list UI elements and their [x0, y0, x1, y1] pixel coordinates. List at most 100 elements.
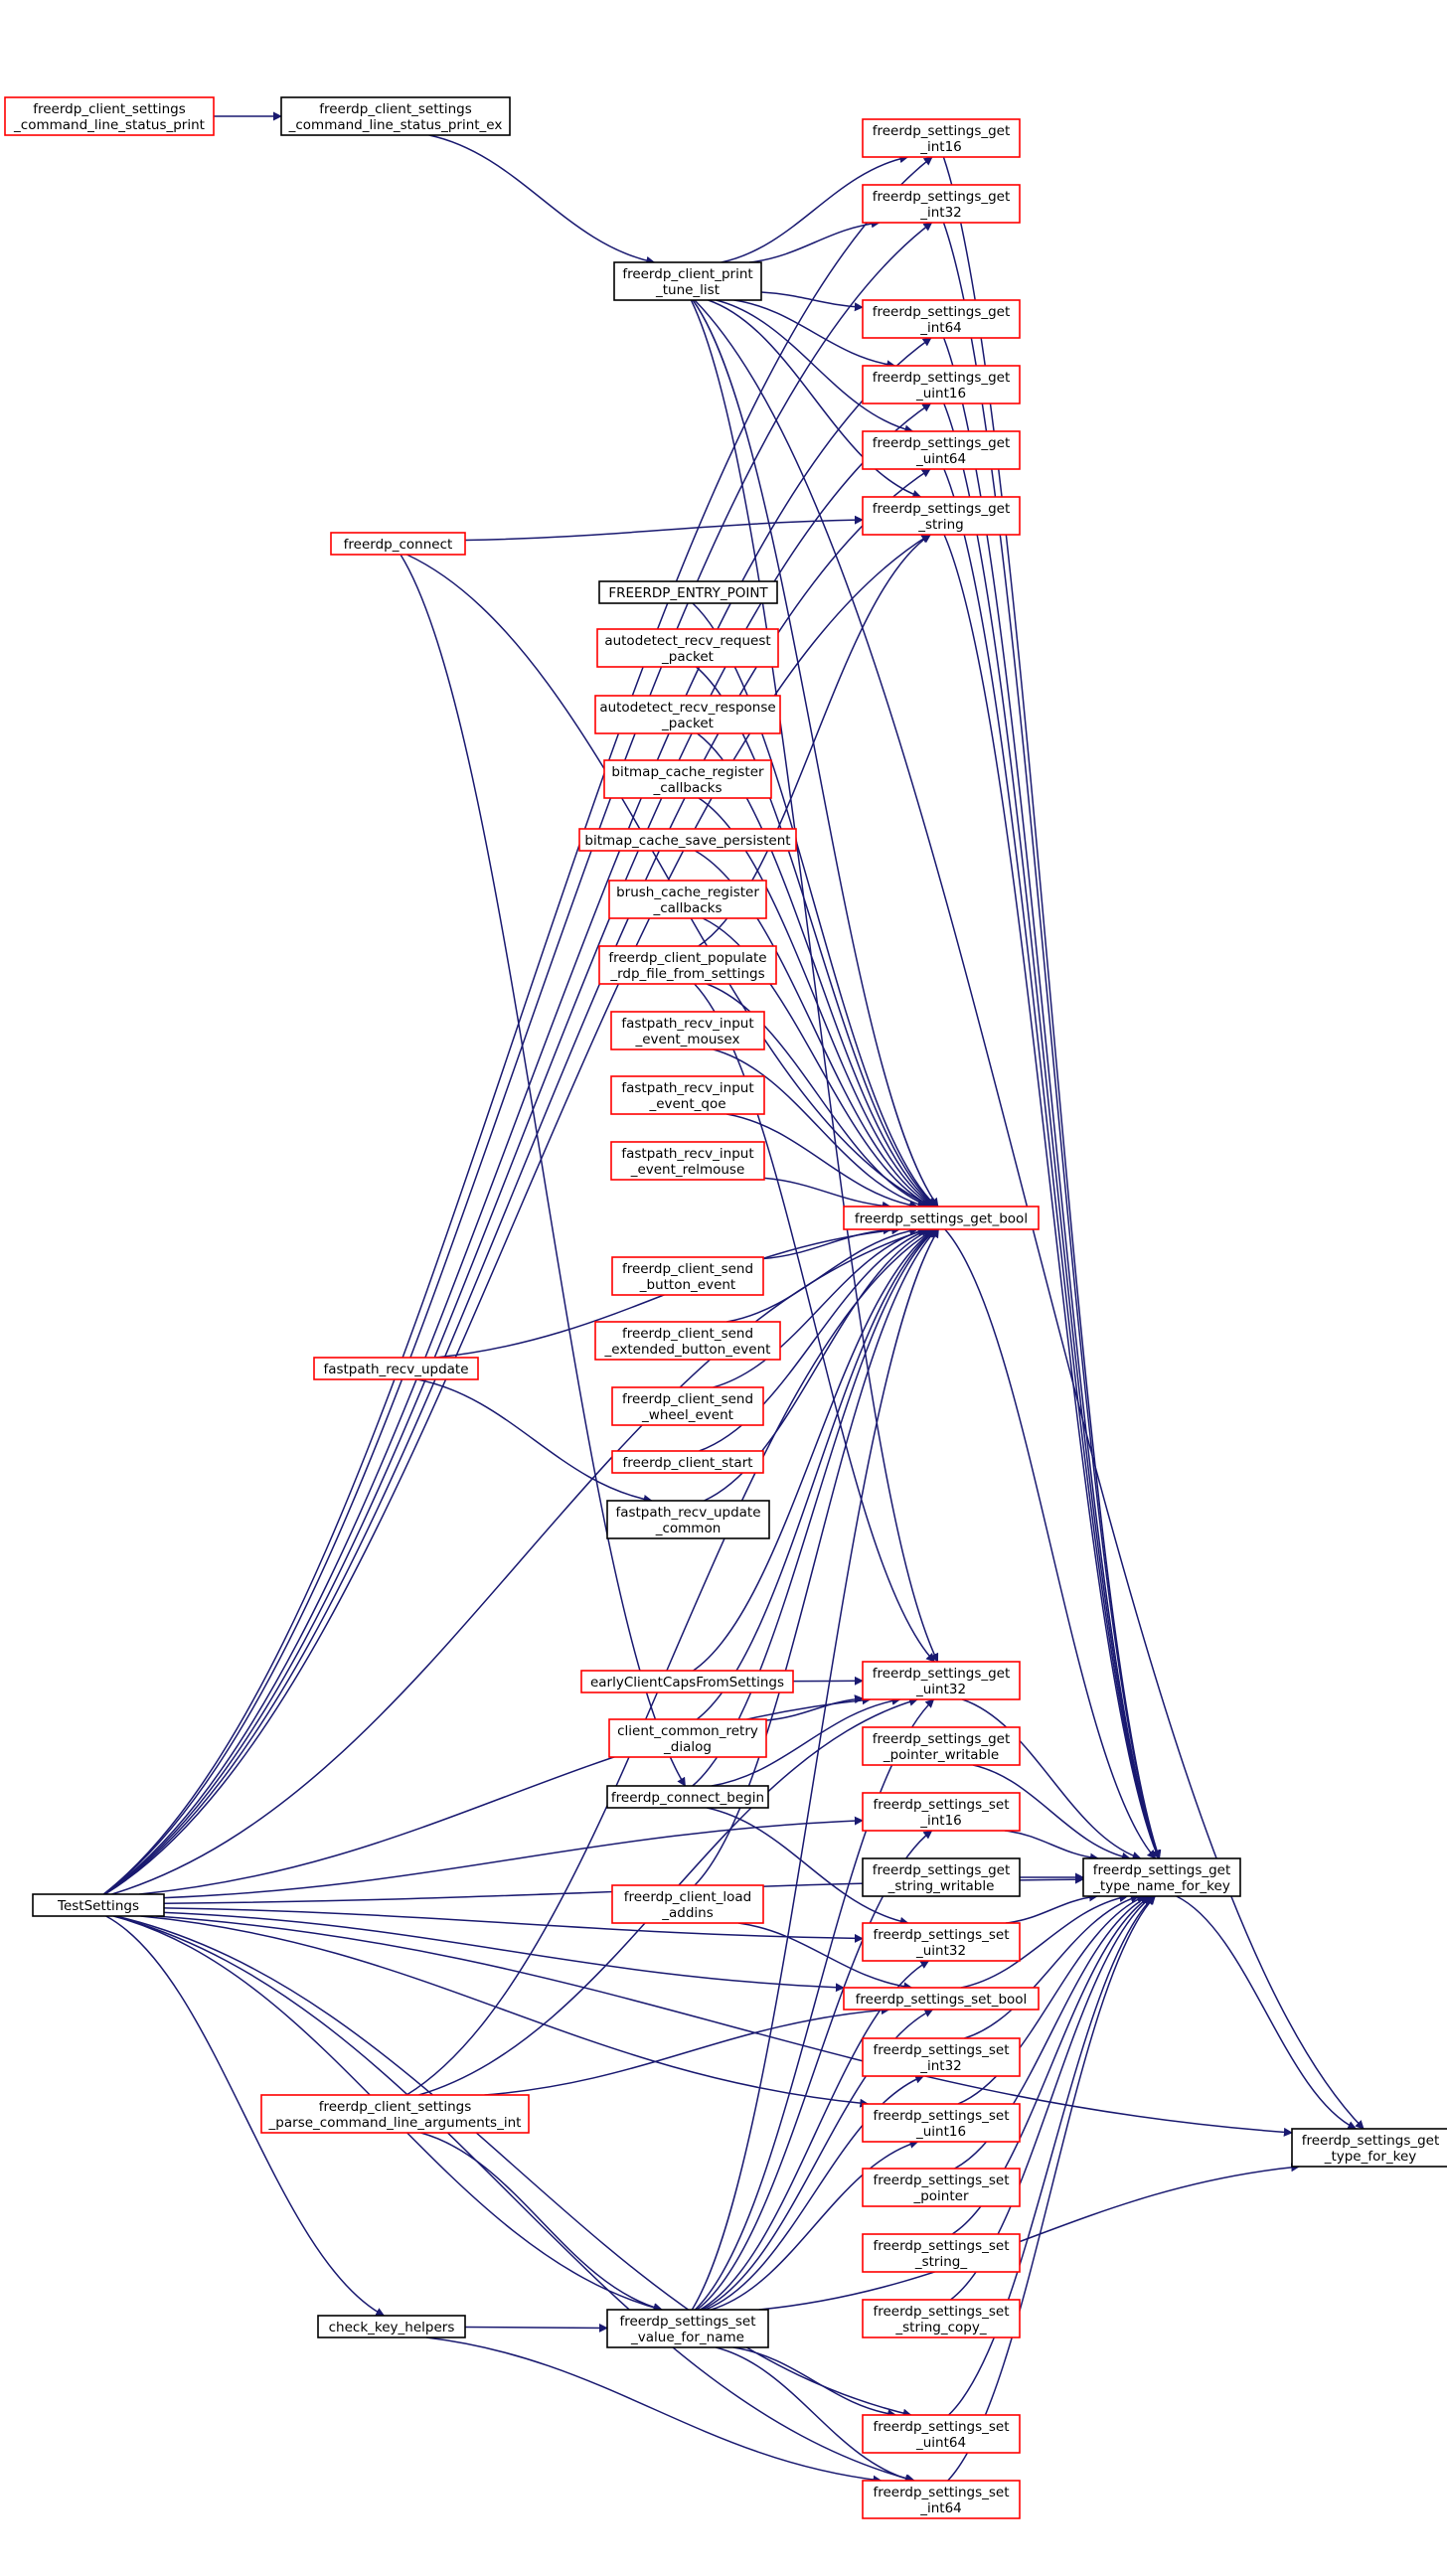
- node-cs_status_print[interactable]: freerdp_client_settings_command_line_sta…: [4, 96, 215, 136]
- node-set_bool[interactable]: freerdp_settings_set_bool: [843, 1987, 1040, 2011]
- node-get_int16[interactable]: freerdp_settings_get_int16: [862, 118, 1021, 158]
- node-label: brush_cache_register: [616, 885, 759, 900]
- node-fp_relmouse[interactable]: fastpath_recv_input_event_relmouse: [610, 1141, 765, 1181]
- edge-print_tune_list-to-get_int16: [721, 154, 909, 263]
- node-set_int32[interactable]: freerdp_settings_set_int32: [862, 2037, 1021, 2077]
- node-set_uint32[interactable]: freerdp_settings_set_uint32: [862, 1922, 1021, 1962]
- node-print_tune_list[interactable]: freerdp_client_print_tune_list: [613, 261, 762, 301]
- node-fp_update_common[interactable]: fastpath_recv_update_common: [606, 1500, 770, 1539]
- node-load_addins[interactable]: freerdp_client_load_addins: [611, 1884, 764, 1924]
- node-box-connect_begin: [606, 1785, 769, 1809]
- node-get_ptr_writable[interactable]: freerdp_settings_get_pointer_writable: [862, 1726, 1021, 1766]
- node-label: _event_qoe: [648, 1096, 725, 1112]
- node-set_int64[interactable]: freerdp_settings_set_int64: [862, 2480, 1021, 2519]
- node-box-populate_rdp: [598, 945, 777, 985]
- node-box-autodetect_resp: [594, 695, 781, 734]
- node-box-set_value_for_name: [606, 2309, 769, 2348]
- node-label: _dialog: [663, 1739, 712, 1755]
- node-box-get_bool: [843, 1206, 1040, 1230]
- node-autodetect_resp[interactable]: autodetect_recv_response_packet: [594, 695, 781, 734]
- node-box-load_addins: [611, 1884, 764, 1924]
- node-entry_point[interactable]: FREERDP_ENTRY_POINT: [598, 580, 778, 604]
- node-test_settings[interactable]: TestSettings: [32, 1893, 165, 1917]
- node-box-get_str_writable: [862, 1857, 1021, 1897]
- node-label: _value_for_name: [630, 2330, 744, 2345]
- edge-load_addins-to-set_bool: [737, 1922, 913, 1992]
- node-label: freerdp_settings_get: [873, 1666, 1011, 1682]
- node-get_uint64[interactable]: freerdp_settings_get_uint64: [862, 430, 1021, 470]
- node-freerdp_connect[interactable]: freerdp_connect: [330, 532, 466, 556]
- edges-layer: [102, 111, 1365, 2485]
- edge-print_tune_list-to-get_int32: [749, 219, 881, 263]
- node-bitmap_cache_save[interactable]: bitmap_cache_save_persistent: [578, 828, 797, 852]
- node-send_button[interactable]: freerdp_client_send_button_event: [611, 1256, 764, 1296]
- node-send_ext_button[interactable]: freerdp_client_send_extended_button_even…: [594, 1321, 781, 1361]
- node-bitmap_cache_reg[interactable]: bitmap_cache_register_callbacks: [603, 759, 772, 799]
- node-label: fastpath_recv_input: [621, 1080, 753, 1096]
- node-get_int64[interactable]: freerdp_settings_get_int64: [862, 299, 1021, 339]
- node-parse_cmdline[interactable]: freerdp_client_settings_parse_command_li…: [260, 2094, 530, 2134]
- node-client_start[interactable]: freerdp_client_start: [611, 1450, 764, 1474]
- node-fp_mousex[interactable]: fastpath_recv_input_event_mousex: [610, 1011, 765, 1050]
- node-brush_cache_reg[interactable]: brush_cache_register_callbacks: [608, 880, 767, 919]
- node-cs_status_print_ex[interactable]: freerdp_client_settings_command_line_sta…: [280, 96, 511, 136]
- node-set_value_for_name[interactable]: freerdp_settings_set_value_for_name: [606, 2309, 769, 2348]
- edge-test_settings-to-set_uint32: [163, 1907, 864, 1943]
- node-label: freerdp_settings_get: [873, 370, 1011, 386]
- node-fp_qoe[interactable]: fastpath_recv_input_event_qoe: [610, 1075, 765, 1115]
- node-early_caps[interactable]: earlyClientCapsFromSettings: [580, 1670, 794, 1693]
- node-label: freerdp_settings_get: [873, 501, 1011, 517]
- node-get_string[interactable]: freerdp_settings_get_string: [862, 496, 1021, 536]
- node-label: freerdp_settings_get: [873, 304, 1011, 320]
- node-set_string_copy[interactable]: freerdp_settings_set_string_copy_: [862, 2299, 1021, 2338]
- node-label: freerdp_client_send: [622, 1326, 753, 1342]
- node-label: freerdp_settings_set: [873, 2042, 1009, 2058]
- node-fp_recv_update[interactable]: fastpath_recv_update: [313, 1357, 479, 1380]
- nodes-layer: freerdp_client_settings_command_line_sta…: [4, 96, 1447, 2519]
- node-set_uint64[interactable]: freerdp_settings_set_uint64: [862, 2414, 1021, 2454]
- node-label: _uint32: [915, 1682, 966, 1697]
- edge-test_settings-to-get_type_for_key: [155, 1915, 1293, 2137]
- node-label: bitmap_cache_save_persistent: [584, 833, 790, 849]
- node-type_name_for_key[interactable]: freerdp_settings_get_type_name_for_key: [1082, 1857, 1241, 1897]
- node-label: _addins: [661, 1905, 714, 1921]
- edge-set_value_for_name-to-set_bool: [702, 2009, 934, 2311]
- node-populate_rdp[interactable]: freerdp_client_populate_rdp_file_from_se…: [598, 945, 777, 985]
- edge-set_uint16-to-type_name_for_key: [957, 1894, 1146, 2105]
- node-get_bool[interactable]: freerdp_settings_get_bool: [843, 1206, 1040, 1230]
- edge-fp_relmouse-to-get_bool: [763, 1177, 891, 1210]
- node-label: freerdp_client_start: [622, 1455, 752, 1471]
- node-retry_dialog[interactable]: client_common_retry_dialog: [608, 1718, 767, 1758]
- node-box-fp_qoe: [610, 1075, 765, 1115]
- node-get_str_writable[interactable]: freerdp_settings_get_string_writable: [862, 1857, 1021, 1897]
- node-label: _int64: [919, 2500, 962, 2516]
- node-label: fastpath_recv_input: [621, 1016, 753, 1032]
- node-check_key_helpers[interactable]: check_key_helpers: [317, 2315, 466, 2338]
- node-box-test_settings: [32, 1893, 165, 1917]
- node-autodetect_req[interactable]: autodetect_recv_request_packet: [596, 628, 779, 668]
- edge-test_settings-to-set_bool: [163, 1911, 845, 1993]
- node-get_int32[interactable]: freerdp_settings_get_int32: [862, 184, 1021, 224]
- edge-test_settings-to-get_uint16: [103, 402, 932, 1895]
- node-label: _rdp_file_from_settings: [609, 966, 764, 982]
- node-box-get_uint16: [862, 365, 1021, 404]
- node-set_int16[interactable]: freerdp_settings_set_int16: [862, 1792, 1021, 1832]
- node-label: freerdp_connect_begin: [611, 1790, 764, 1806]
- node-box-set_string_: [862, 2233, 1021, 2273]
- edge-set_int32-to-type_name_for_key: [964, 1894, 1140, 2039]
- edge-test_settings-to-set_int64: [113, 1915, 915, 2484]
- edge-test_settings-to-get_uint64: [103, 468, 931, 1895]
- node-set_string_[interactable]: freerdp_settings_set_string_: [862, 2233, 1021, 2273]
- node-label: _parse_command_line_arguments_int: [268, 2115, 522, 2131]
- node-box-retry_dialog: [608, 1718, 767, 1758]
- node-connect_begin[interactable]: freerdp_connect_begin: [606, 1785, 769, 1809]
- node-label: _string_: [914, 2254, 968, 2270]
- node-label: _callbacks: [652, 900, 722, 916]
- node-get_uint32[interactable]: freerdp_settings_get_uint32: [862, 1661, 1021, 1700]
- node-get_uint16[interactable]: freerdp_settings_get_uint16: [862, 365, 1021, 404]
- node-set_pointer[interactable]: freerdp_settings_set_pointer: [862, 2168, 1021, 2207]
- node-send_wheel[interactable]: freerdp_client_send_wheel_event: [611, 1386, 764, 1426]
- node-set_uint16[interactable]: freerdp_settings_set_uint16: [862, 2103, 1021, 2143]
- node-label: _int32: [919, 205, 962, 221]
- node-box-cs_status_print_ex: [280, 96, 511, 136]
